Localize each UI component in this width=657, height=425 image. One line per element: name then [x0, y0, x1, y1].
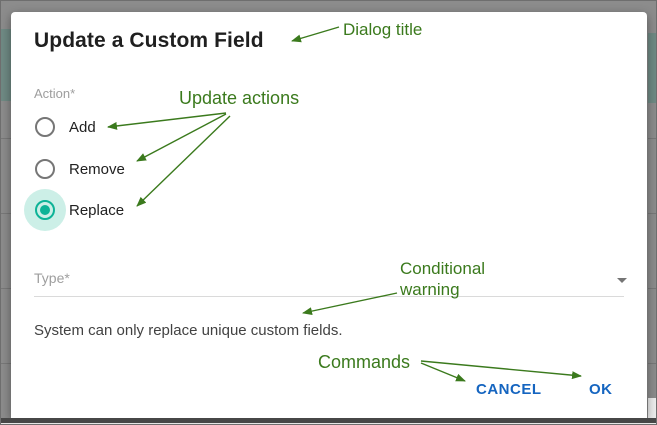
- cancel-button[interactable]: CANCEL: [476, 381, 542, 398]
- update-custom-field-dialog: Update a Custom Field Action* Add Remove…: [11, 12, 647, 418]
- backdrop-row-line: [648, 213, 656, 214]
- radio-option-remove-label: Remove: [69, 160, 125, 178]
- bottom-border-band: [1, 418, 656, 423]
- backdrop-row-line: [1, 363, 11, 364]
- backdrop-teal-strip-right: [648, 33, 656, 103]
- radio-selected-dot: [40, 205, 50, 215]
- bottom-border-light: [1, 423, 656, 424]
- radio-unselected-icon[interactable]: [24, 148, 66, 190]
- type-field-label: Type*: [34, 270, 70, 286]
- backdrop-row-line: [1, 288, 11, 289]
- action-field-label: Action*: [34, 86, 76, 101]
- radio-option-add-label: Add: [69, 118, 96, 136]
- dropdown-arrow-icon[interactable]: [617, 278, 627, 283]
- backdrop-row-line: [648, 138, 656, 139]
- backdrop-row-line: [648, 363, 656, 364]
- backdrop-row-line: [1, 138, 11, 139]
- radio-option-replace[interactable]: Replace: [24, 189, 124, 231]
- backdrop-row-line: [648, 288, 656, 289]
- radio-unselected-icon[interactable]: [24, 106, 66, 148]
- dialog-title: Update a Custom Field: [34, 29, 264, 52]
- radio-option-add[interactable]: Add: [24, 106, 96, 148]
- type-select[interactable]: Type*: [34, 267, 634, 309]
- radio-option-replace-label: Replace: [69, 201, 125, 219]
- backdrop-light-patch: [648, 398, 656, 418]
- conditional-warning-text: System can only replace unique custom fi…: [34, 322, 343, 339]
- ok-button[interactable]: OK: [589, 381, 613, 398]
- backdrop-row-line: [1, 213, 11, 214]
- radio-option-remove[interactable]: Remove: [24, 148, 125, 190]
- type-field-underline: [34, 296, 624, 297]
- backdrop-teal-strip-left: [1, 29, 11, 101]
- radio-selected-icon[interactable]: [24, 189, 66, 231]
